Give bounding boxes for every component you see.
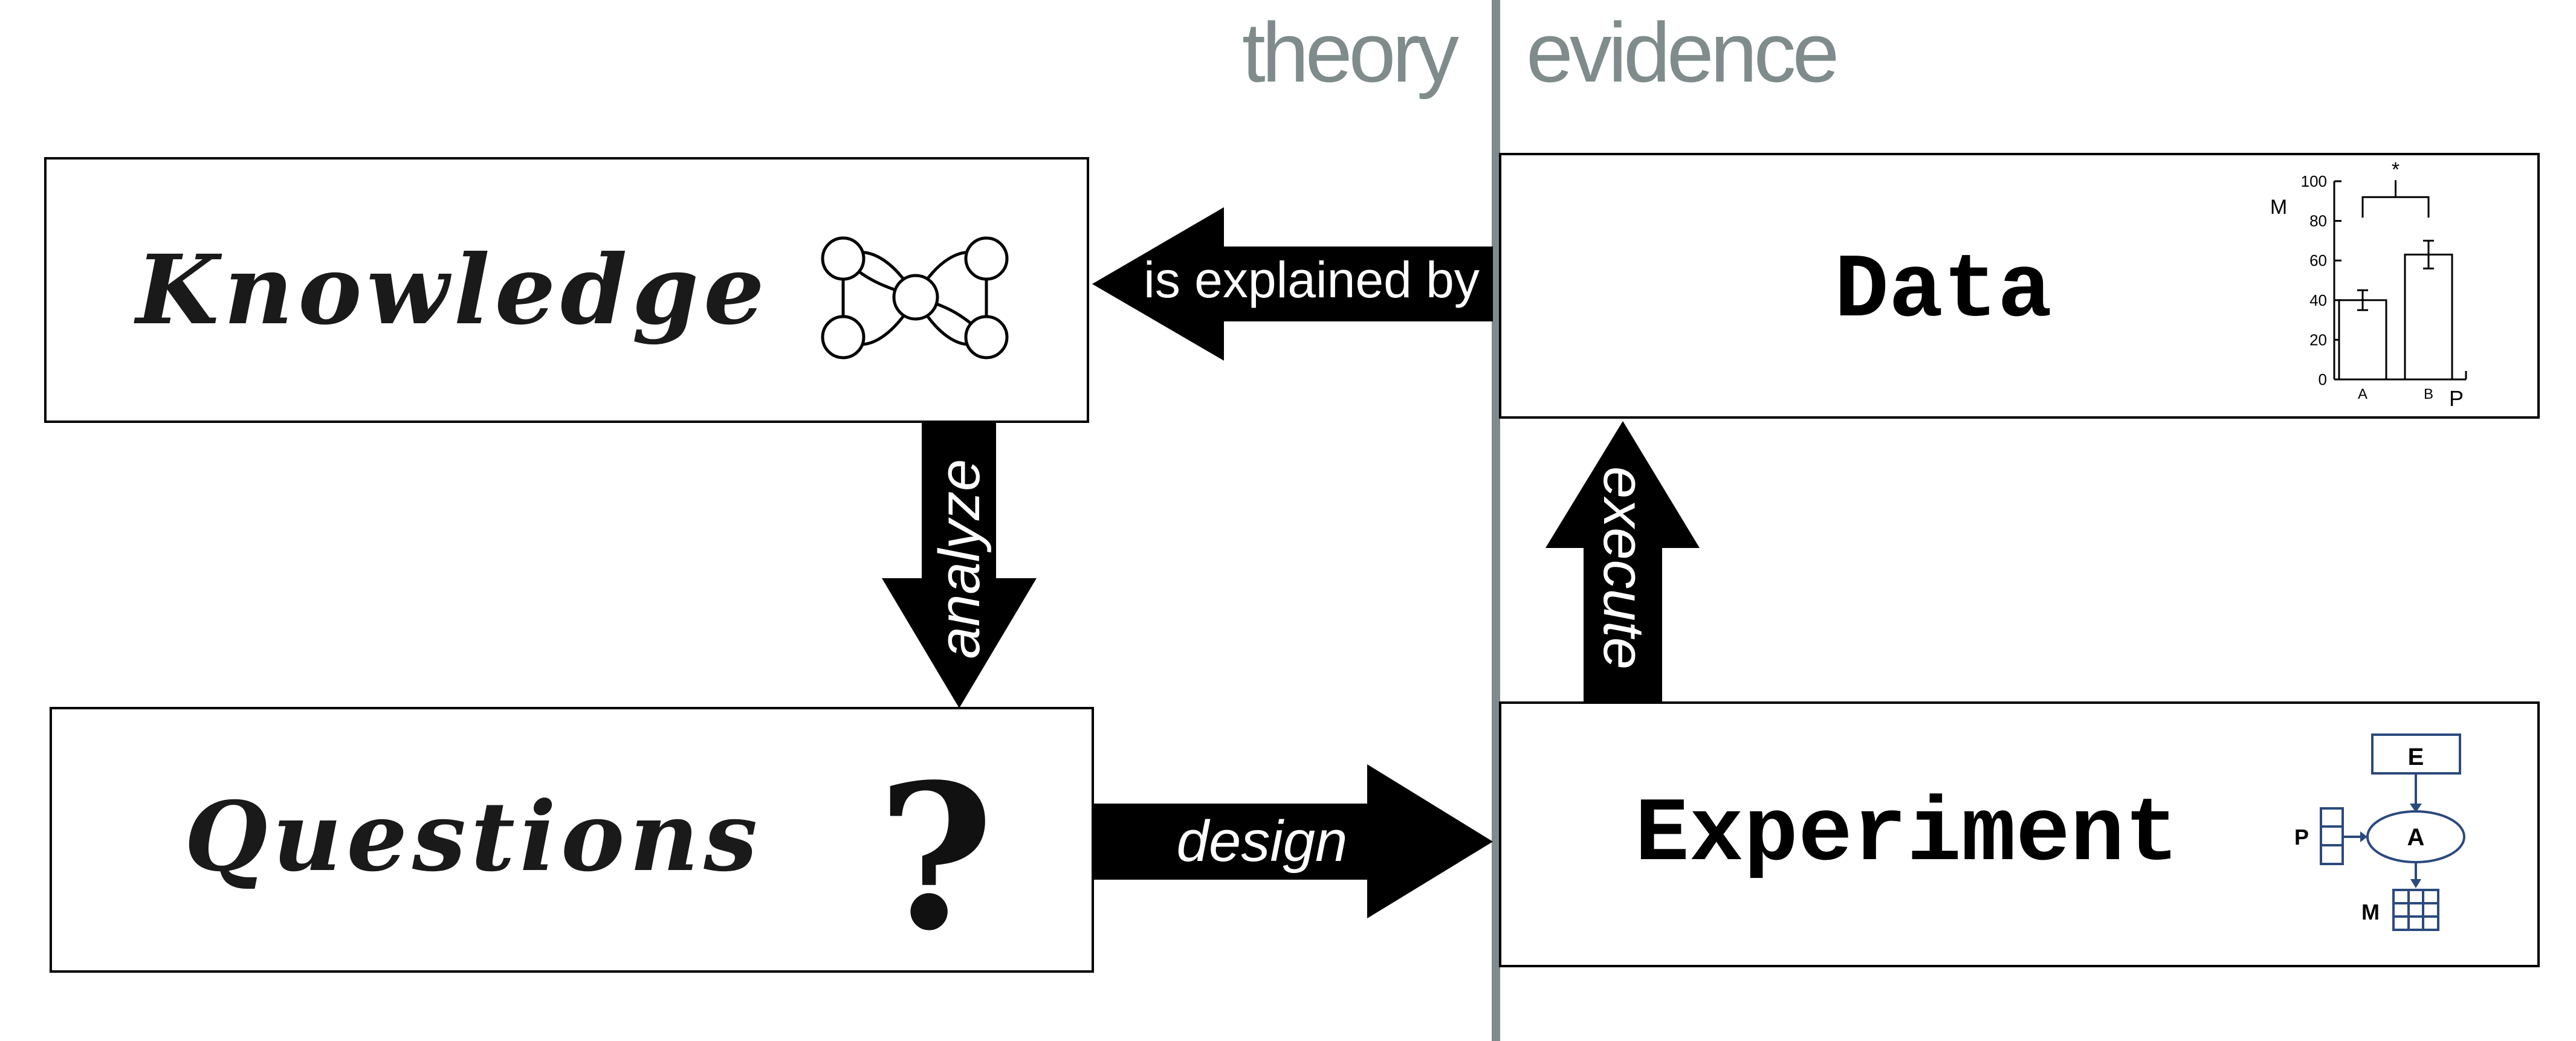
- model-p-label: P: [2294, 825, 2309, 849]
- mini-chart-y-tick-label: 60: [2309, 251, 2327, 269]
- arrow-execute: execute: [1545, 421, 1700, 703]
- arrow-is-explained-by-label: is explained by: [1144, 251, 1480, 308]
- network-icon: [821, 236, 1009, 359]
- mini-chart-y-tick-label: 80: [2309, 212, 2327, 230]
- arrow-design-label: design: [1177, 809, 1348, 874]
- model-e-label: E: [2408, 744, 2424, 770]
- arrow-analyze: analyze: [882, 422, 1037, 708]
- arrow-design: design: [1093, 764, 1493, 918]
- experiment-model-diagram: E A P M: [2294, 733, 2465, 931]
- questions-box: Questions ?: [50, 707, 1094, 975]
- question-mark-icon: ?: [877, 740, 994, 975]
- arrow-analyze-label: analyze: [927, 459, 992, 659]
- arrow-execute-label: execute: [1591, 466, 1656, 669]
- questions-label: Questions: [184, 781, 762, 893]
- model-m-label: M: [2361, 900, 2380, 924]
- mini-chart-y-tick-label: 0: [2319, 370, 2327, 388]
- arrow-is-explained-by: is explained by: [1092, 207, 1493, 361]
- knowledge-box: Knowledge: [44, 157, 1089, 423]
- mini-chart-category-label: B: [2424, 386, 2433, 402]
- theory-evidence-divider: [1492, 0, 1500, 1041]
- model-a-label: A: [2407, 824, 2425, 851]
- mini-chart-significance-marker: *: [2392, 158, 2400, 181]
- experiment-label: Experiment: [1635, 784, 2179, 887]
- model-m-grid: [2392, 889, 2439, 931]
- knowledge-label: Knowledge: [134, 234, 769, 346]
- mini-chart-bar: [2404, 253, 2453, 381]
- header-evidence: evidence: [1526, 5, 1836, 100]
- model-p-vector: [2320, 807, 2344, 865]
- mini-chart-bar: [2338, 299, 2387, 381]
- mini-chart-y-tick-label: 40: [2309, 291, 2327, 309]
- mini-chart-y-tick-label: 100: [2301, 172, 2327, 190]
- mini-chart-category-label: A: [2358, 386, 2367, 402]
- mini-chart-y-label: M: [2270, 196, 2287, 219]
- mini-chart-y-tick-label: 20: [2309, 330, 2327, 349]
- header-theory: theory: [1242, 5, 1459, 100]
- experiment-box: Experiment E A P M: [1499, 701, 2540, 967]
- data-label: Data: [1834, 240, 2052, 343]
- mini-chart-x-label: P: [2449, 386, 2464, 411]
